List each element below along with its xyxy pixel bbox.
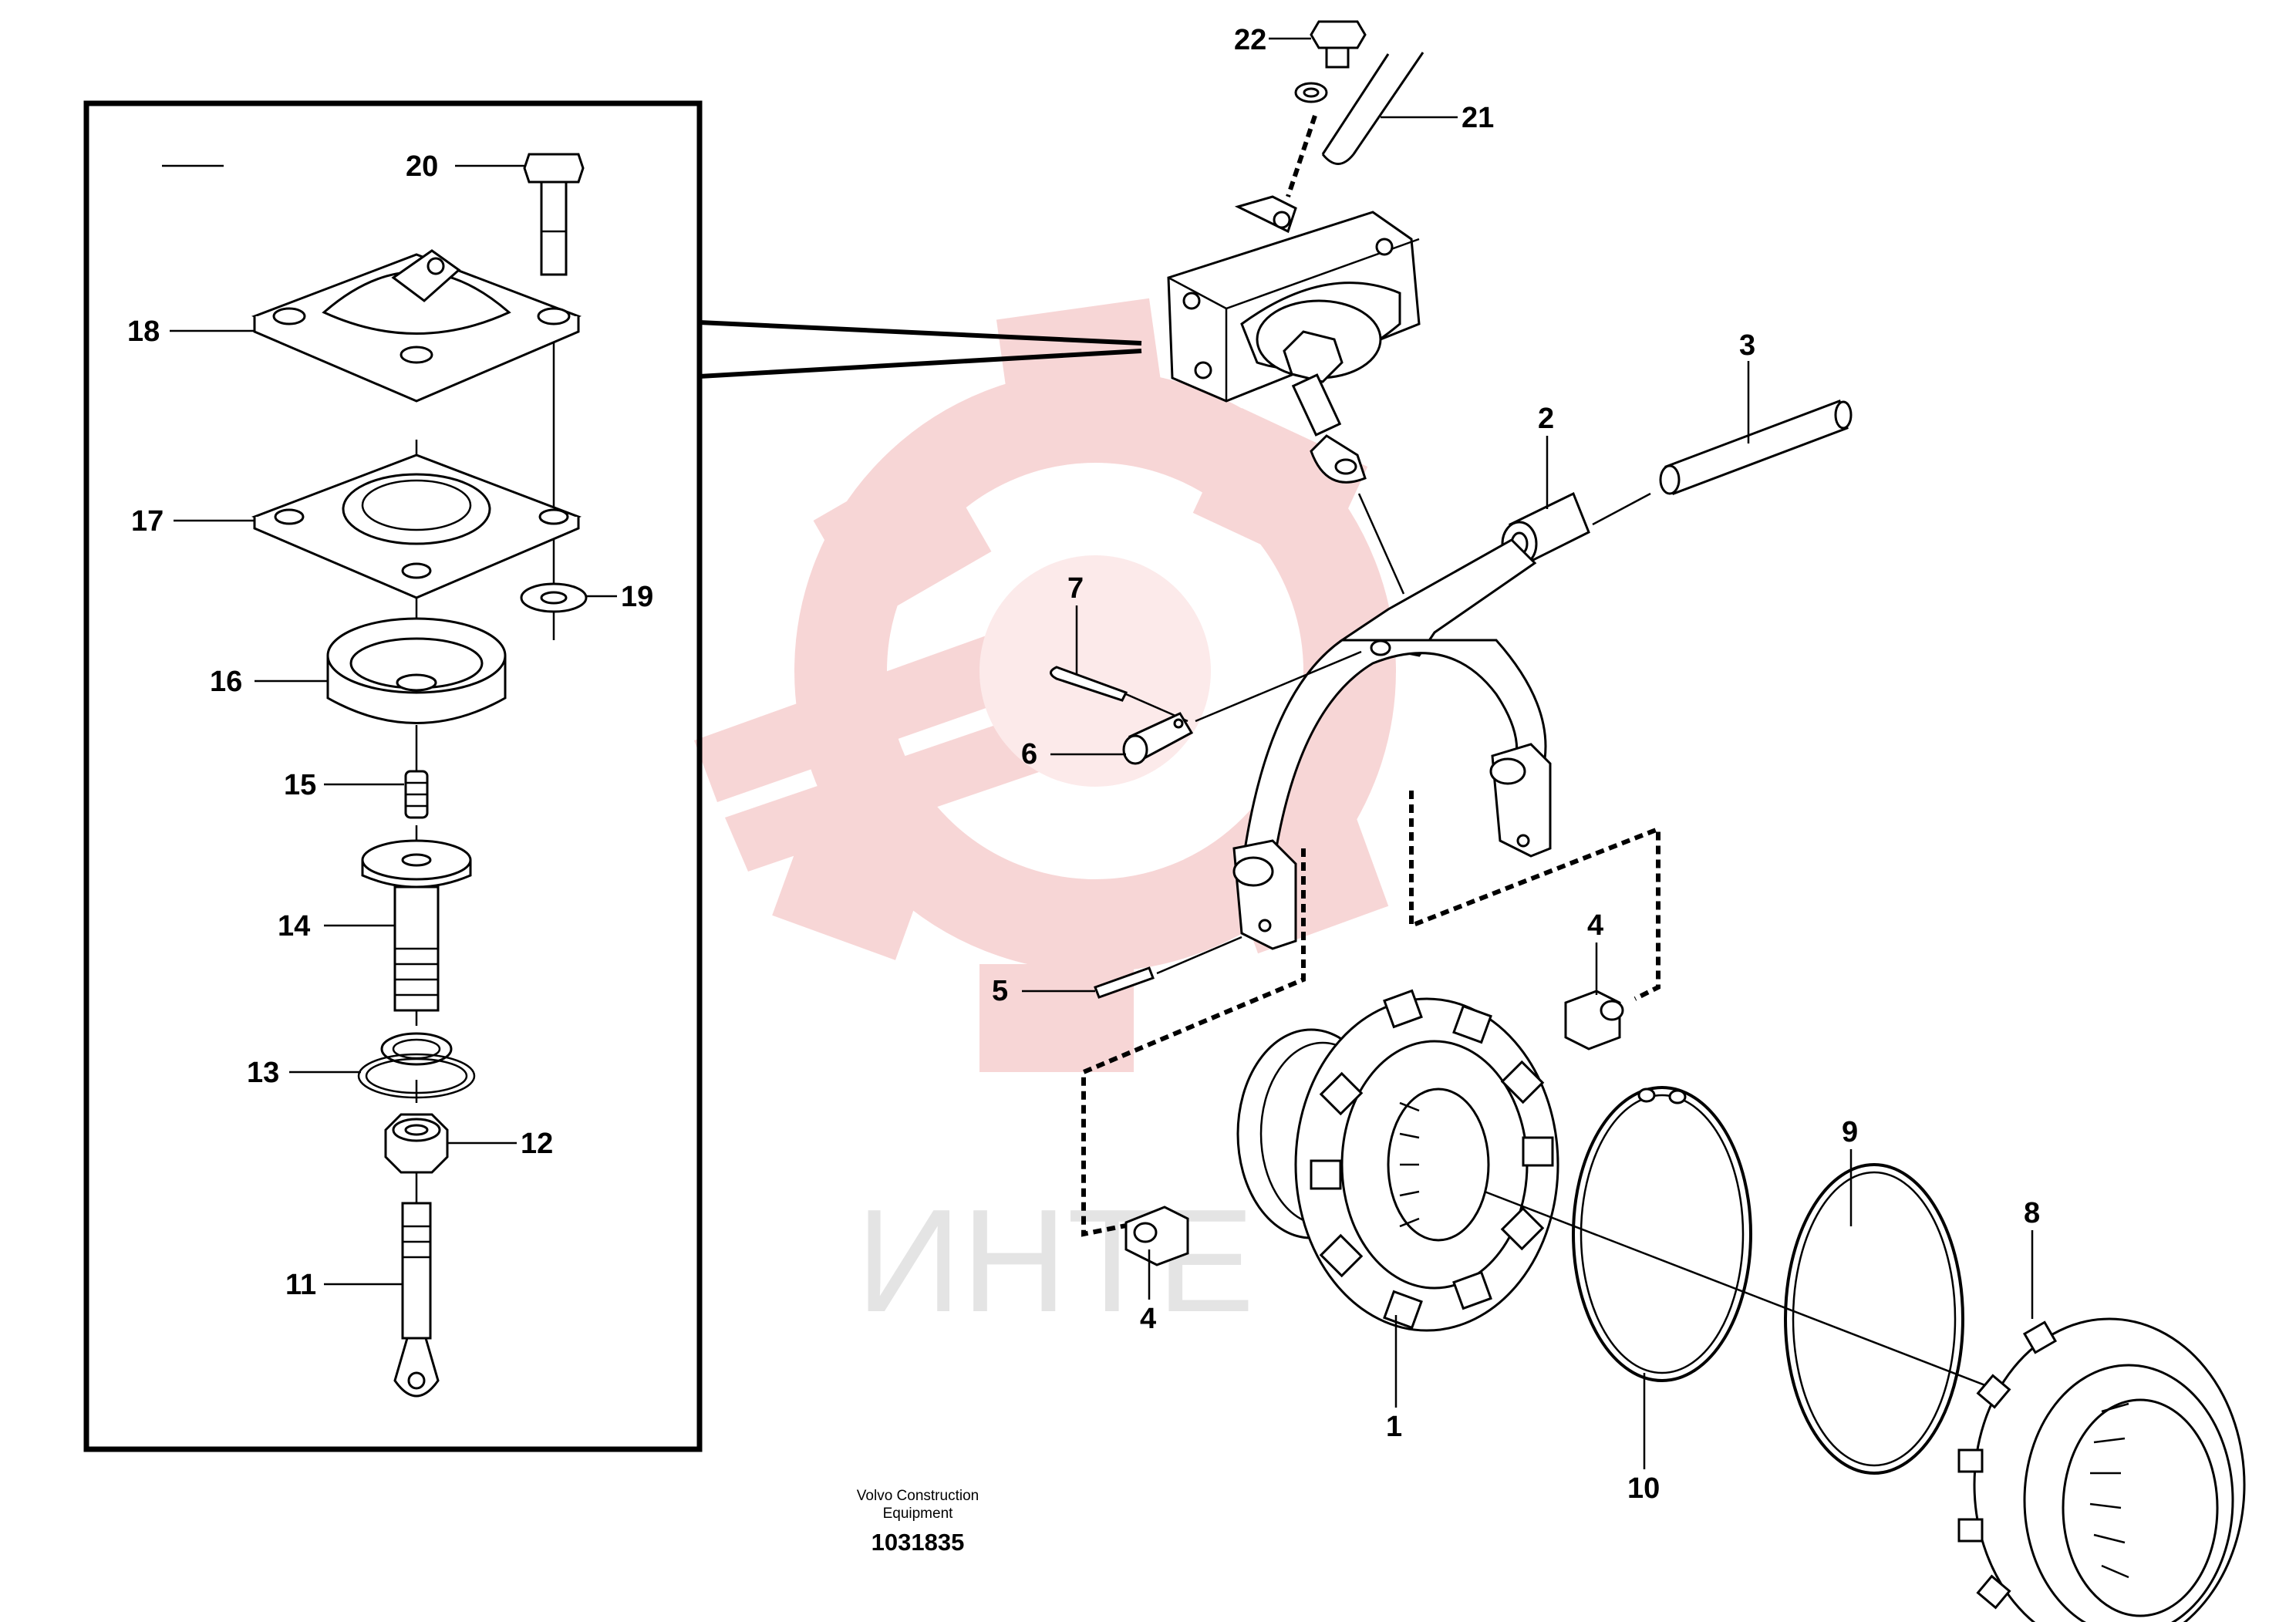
part-stud-14 (361, 839, 472, 1012)
part-hub-8 (1957, 1317, 2246, 1622)
callout-13: 13 (247, 1057, 279, 1089)
dashed-link-22 (1286, 115, 1317, 197)
credit-line-1: Volvo Construction (857, 1488, 979, 1504)
part-diaphragm-17 (251, 454, 582, 599)
part-setscrew-15 (404, 770, 429, 819)
part-plug-22 (1294, 20, 1367, 103)
callout-16: 16 (210, 666, 242, 698)
callout-15: 15 (284, 769, 316, 801)
callout-17: 17 (131, 505, 164, 538)
callout-3: 3 (1739, 329, 1755, 362)
part-actuator-housing (1167, 195, 1421, 484)
part-shift-fork (1232, 538, 1552, 950)
part-clevis-pin-6 (1122, 712, 1194, 765)
axis-line (1484, 1190, 2014, 1398)
callout-21: 21 (1462, 102, 1494, 134)
callout-4-right: 4 (1587, 909, 1603, 942)
part-orings-13 (357, 1032, 476, 1099)
part-shoe-4-left (1124, 1206, 1189, 1266)
callout-11: 11 (285, 1269, 316, 1301)
callout-20: 20 (406, 150, 438, 183)
part-washer-19 (520, 582, 588, 613)
callout-19: 19 (621, 581, 653, 613)
dashed-link-left-shoe (1081, 848, 1306, 1237)
link-actuator-fork (1357, 493, 1405, 595)
part-nut-12 (384, 1113, 449, 1174)
callout-6: 6 (1021, 738, 1037, 771)
credit-block: Volvo Construction Equipment 1031835 (857, 1488, 979, 1556)
callout-5: 5 (992, 975, 1008, 1007)
part-roll-pin-5 (1094, 966, 1155, 999)
callout-12: 12 (521, 1128, 553, 1160)
watermark-text: ИНТЕ (856, 1179, 1255, 1343)
part-sliding-sleeve-1 (1236, 989, 1559, 1332)
detail-inset-frame (83, 100, 1142, 1452)
part-hose-21 (1321, 52, 1424, 165)
part-cover-plate-18 (251, 249, 582, 403)
callout-14: 14 (278, 910, 310, 943)
callout-22: 22 (1234, 24, 1266, 56)
dashed-link-right-shoe (1409, 791, 1660, 1001)
callout-7: 7 (1067, 572, 1084, 605)
part-cotter-pin-7 (1050, 666, 1128, 702)
callout-2: 2 (1538, 403, 1554, 435)
credit-line-2: Equipment (883, 1506, 954, 1522)
callout-4-left: 4 (1140, 1303, 1156, 1335)
watermark-logo (694, 298, 1396, 1072)
callout-9: 9 (1842, 1116, 1858, 1148)
callout-1: 1 (1386, 1411, 1402, 1443)
inset-centerline (415, 316, 555, 1203)
part-bolt-20 (523, 153, 585, 276)
leader-lines (162, 37, 2034, 1469)
part-rod-11 (393, 1202, 440, 1398)
callout-10: 10 (1627, 1472, 1660, 1505)
document-number: 1031835 (872, 1529, 965, 1556)
callout-18: 18 (127, 315, 160, 348)
part-ring-9 (1784, 1163, 1964, 1475)
callout-8: 8 (2024, 1197, 2040, 1229)
part-shoe-4-right (1564, 990, 1624, 1050)
part-cup-16 (326, 617, 507, 724)
part-pin-3 (1659, 400, 1853, 495)
part-circlip-10 (1572, 1086, 1752, 1382)
callout-labels: 22 21 3 2 7 6 5 4 4 1 10 9 8 20 18 17 19… (127, 24, 2040, 1505)
